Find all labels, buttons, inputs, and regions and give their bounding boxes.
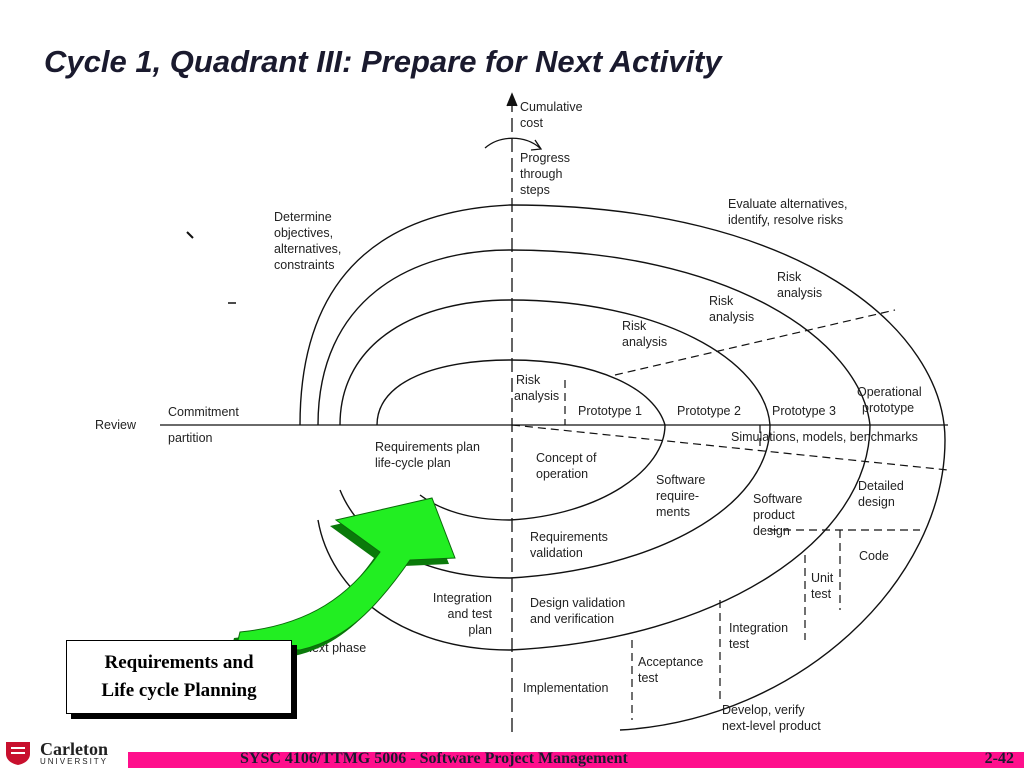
crest-icon: [6, 742, 30, 765]
commitment-label: Commitment: [168, 405, 239, 419]
requirements-callout-box: Requirements and Life cycle Planning: [66, 640, 292, 714]
implementation-label: Implementation: [523, 681, 609, 695]
page-number: 2-42: [984, 750, 1014, 767]
review-label: Review: [95, 418, 137, 432]
footer-bar: [128, 752, 1024, 768]
logo-subtitle: UNIVERSITY: [40, 757, 109, 766]
simulations-label: Simulations, models, benchmarks: [731, 430, 918, 444]
partition-label: partition: [168, 431, 213, 445]
course-title: SYSC 4106/TTMG 5006 - Software Project M…: [240, 750, 628, 767]
prototype-2-label: Prototype 2: [677, 404, 741, 418]
green-arrow: [230, 497, 456, 656]
green-arrow-face: [235, 497, 456, 651]
spiral-ring-1: [376, 359, 666, 521]
prototype-1-label: Prototype 1: [578, 404, 642, 418]
slide-title: Cycle 1, Quadrant III: Prepare for Next …: [44, 44, 722, 79]
evaluate-alternatives-label: Evaluate alternatives,identify, resolve …: [728, 197, 848, 227]
spiral-ring-4: [299, 204, 946, 731]
logo-name: Carleton: [40, 739, 108, 759]
prototype-3-label: Prototype 3: [772, 404, 836, 418]
callout-line-1: Requirements and: [104, 652, 254, 673]
callout-line-2: Life cycle Planning: [101, 680, 257, 701]
code-label: Code: [859, 549, 889, 563]
